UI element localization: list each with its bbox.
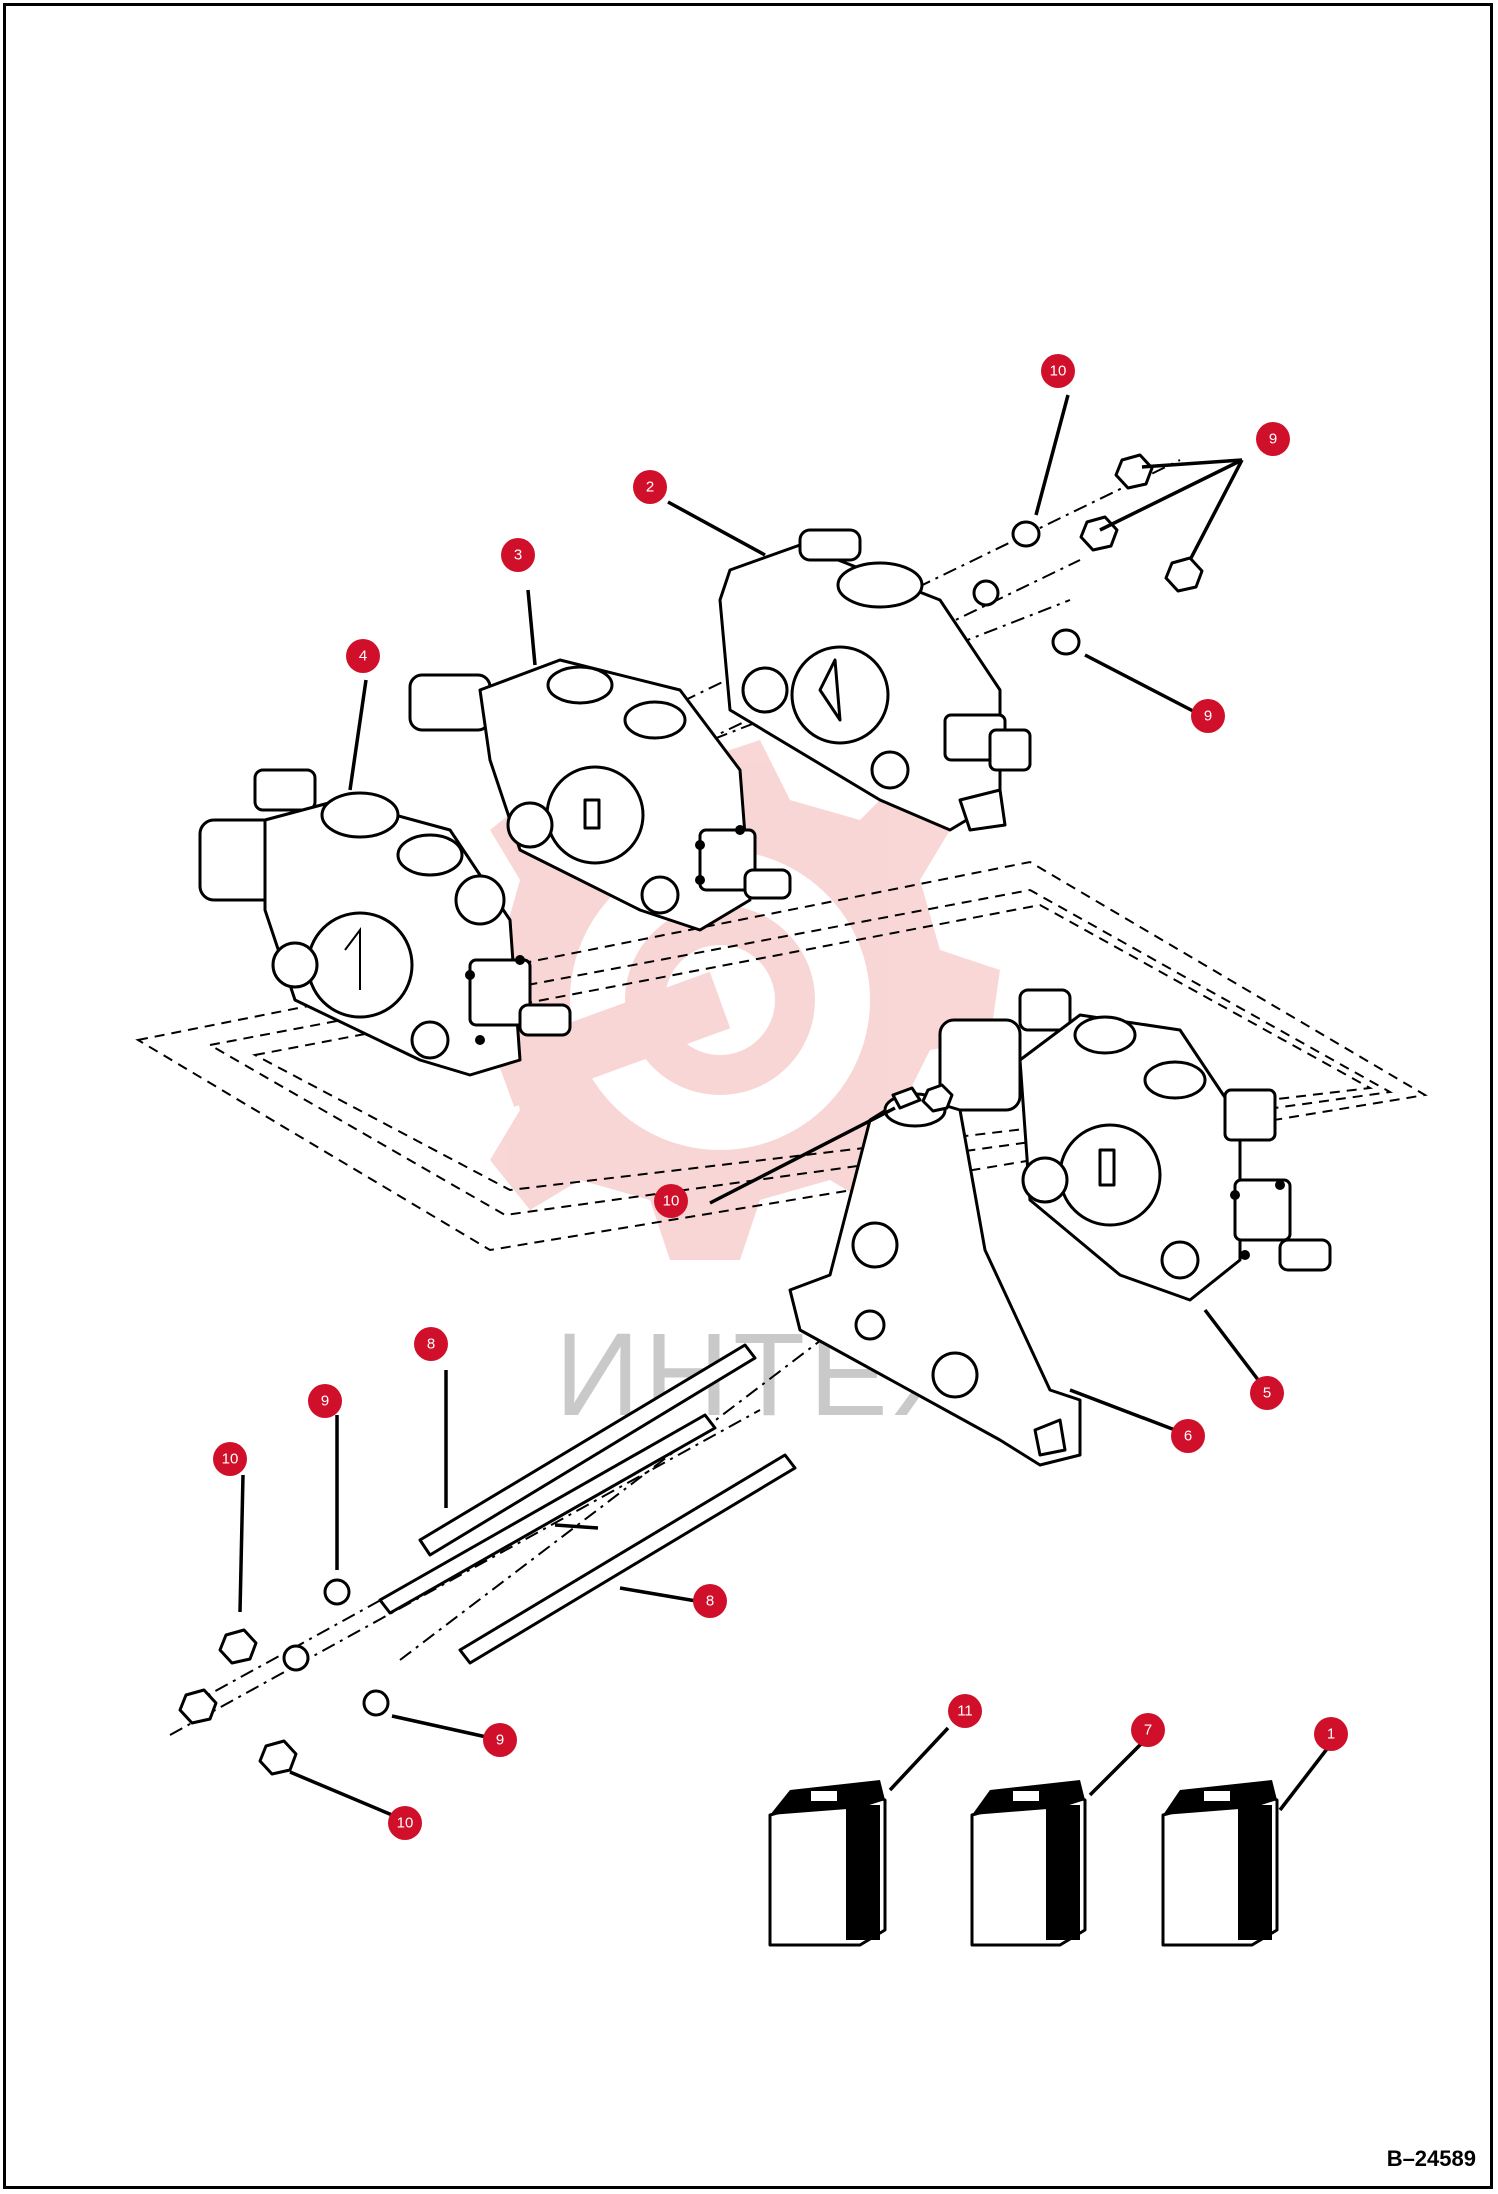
hardware-bottom-left <box>178 1578 390 1776</box>
callout-2[interactable]: 2 <box>633 470 667 504</box>
svg-text:10: 10 <box>222 1451 239 1468</box>
svg-text:7: 7 <box>1144 1722 1152 1739</box>
svg-text:5: 5 <box>1263 1385 1271 1402</box>
callout-8-bottom[interactable]: 8 <box>693 1584 727 1618</box>
callout-1[interactable]: 1 <box>1314 1717 1348 1751</box>
svg-text:3: 3 <box>514 547 522 564</box>
valve-section-2 <box>718 528 1032 832</box>
svg-text:4: 4 <box>359 648 367 665</box>
svg-text:11: 11 <box>957 1703 973 1720</box>
svg-text:9: 9 <box>321 1393 329 1410</box>
drawing-number: B–24589 <box>1386 2146 1476 2171</box>
valve-section-3 <box>408 658 792 932</box>
svg-text:10: 10 <box>1050 363 1067 380</box>
callout-9-top-right[interactable]: 9 <box>1256 422 1290 456</box>
seal-kit-11 <box>768 1780 887 1947</box>
callout-4[interactable]: 4 <box>346 639 380 673</box>
svg-text:9: 9 <box>1204 708 1212 725</box>
svg-text:9: 9 <box>496 1732 504 1749</box>
callout-5[interactable]: 5 <box>1250 1376 1284 1410</box>
svg-text:1: 1 <box>1327 1726 1335 1743</box>
seal-kit-1 <box>1161 1780 1279 1947</box>
svg-text:9: 9 <box>1269 431 1277 448</box>
callout-9-left[interactable]: 9 <box>308 1384 342 1418</box>
callout-7[interactable]: 7 <box>1131 1713 1165 1747</box>
svg-text:8: 8 <box>706 1593 714 1610</box>
callout-3[interactable]: 3 <box>501 538 535 572</box>
svg-text:2: 2 <box>646 479 654 496</box>
valve-section-5 <box>938 988 1332 1302</box>
valve-section-4 <box>198 768 572 1077</box>
drawing-frame <box>3 3 1493 2189</box>
callout-10-mid[interactable]: 10 <box>654 1184 688 1218</box>
assembly-outline <box>135 860 1428 1252</box>
tie-rods-8 <box>378 1343 797 1665</box>
callout-6[interactable]: 6 <box>1171 1419 1205 1453</box>
leader-lines <box>238 394 1332 1817</box>
seal-kit-7 <box>970 1780 1087 1947</box>
mounting-bracket-6 <box>788 1086 1082 1467</box>
svg-text:10: 10 <box>663 1193 680 1210</box>
svg-text:6: 6 <box>1184 1428 1192 1445</box>
svg-text:10: 10 <box>397 1815 414 1832</box>
callout-11[interactable]: 11 <box>948 1694 982 1728</box>
callout-9-mid-right[interactable]: 9 <box>1191 699 1225 733</box>
callout-10-left[interactable]: 10 <box>213 1442 247 1476</box>
svg-text:8: 8 <box>427 1336 435 1353</box>
callout-8-top[interactable]: 8 <box>414 1327 448 1361</box>
callout-10-top[interactable]: 10 <box>1041 354 1075 388</box>
callout-10-bottom[interactable]: 10 <box>388 1806 422 1840</box>
callout-9-bottom[interactable]: 9 <box>483 1723 517 1757</box>
